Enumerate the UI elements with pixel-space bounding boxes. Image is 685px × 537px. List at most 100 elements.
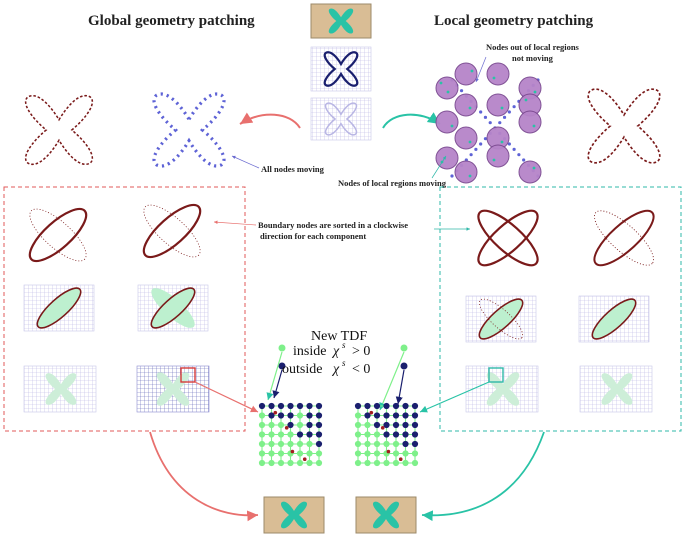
node-dot-icon bbox=[402, 412, 409, 419]
node-dot-icon bbox=[296, 450, 304, 457]
node-dot-icon bbox=[500, 106, 504, 110]
node-dot-icon bbox=[268, 431, 275, 438]
label-all-nodes-moving: All nodes moving bbox=[261, 164, 325, 174]
circle-region-icon bbox=[435, 110, 459, 134]
node-dot-icon bbox=[392, 431, 400, 438]
x-outline-right bbox=[587, 88, 661, 164]
node-dot-icon bbox=[290, 449, 295, 454]
node-dot-icon bbox=[306, 412, 313, 419]
tdf-inside-sup: s bbox=[342, 340, 346, 350]
node-dot-icon bbox=[479, 142, 483, 146]
node-dot-icon bbox=[380, 426, 385, 430]
node-dot-icon bbox=[277, 412, 285, 419]
node-dot-icon bbox=[277, 450, 285, 457]
node-dot-icon bbox=[315, 431, 323, 438]
node-dot-icon bbox=[411, 431, 419, 438]
node-dot-icon bbox=[524, 98, 528, 102]
node-dot-icon bbox=[277, 431, 285, 438]
node-dot-icon bbox=[268, 440, 275, 448]
node-dot-icon bbox=[315, 412, 323, 419]
node-dot-icon bbox=[392, 421, 400, 429]
node-dot-icon bbox=[296, 421, 304, 429]
node-dot-icon bbox=[373, 450, 381, 457]
node-dot-icon bbox=[277, 421, 285, 429]
node-dot-icon bbox=[383, 459, 390, 467]
node-dot-icon bbox=[296, 459, 304, 467]
node-dot-icon bbox=[369, 410, 374, 415]
local-ellipse-pair-1 bbox=[477, 209, 655, 267]
node-dot-icon bbox=[488, 121, 492, 125]
arrow-to-global bbox=[239, 112, 301, 129]
top-x-tile bbox=[310, 3, 372, 39]
node-dot-icon bbox=[296, 402, 304, 410]
inside-dot bbox=[278, 344, 286, 352]
node-dot-icon bbox=[402, 459, 409, 467]
node-dot-icon bbox=[383, 440, 390, 448]
node-dot-icon bbox=[450, 124, 454, 128]
node-dot-icon bbox=[392, 402, 400, 410]
node-dot-icon bbox=[315, 450, 323, 457]
arrow-global-to-result bbox=[149, 431, 259, 522]
tdf-title: New TDF bbox=[311, 329, 367, 344]
node-dot-icon bbox=[402, 421, 409, 429]
node-dot-icon bbox=[287, 440, 294, 448]
circle-region-icon bbox=[454, 160, 478, 184]
x-outline-left bbox=[24, 94, 94, 166]
local-regions bbox=[435, 62, 542, 184]
node-dot-icon bbox=[306, 421, 313, 429]
node-dot-icon bbox=[364, 431, 371, 438]
focus-box-global bbox=[180, 367, 196, 383]
node-dot-icon bbox=[468, 174, 472, 178]
node-dot-icon bbox=[383, 412, 390, 419]
node-dot-icon bbox=[373, 412, 381, 419]
node-dot-icon bbox=[532, 166, 536, 170]
node-dot-icon bbox=[402, 450, 409, 457]
node-dot-icon bbox=[459, 89, 464, 93]
node-dot-icon bbox=[439, 81, 443, 85]
node-dot-icon bbox=[306, 450, 313, 457]
node-dot-icon bbox=[479, 110, 483, 114]
node-dot-icon bbox=[296, 440, 304, 448]
node-dot-icon bbox=[302, 457, 307, 462]
panel-global bbox=[3, 186, 246, 432]
node-dot-icon bbox=[287, 431, 294, 438]
node-dot-icon bbox=[411, 440, 419, 448]
node-dot-icon bbox=[306, 459, 313, 467]
node-dot-icon bbox=[354, 412, 362, 419]
node-dot-icon bbox=[258, 402, 266, 410]
node-dot-icon bbox=[411, 459, 419, 467]
tdf-outside-rel: < 0 bbox=[352, 362, 370, 377]
node-dot-icon bbox=[392, 459, 400, 467]
title-global: Global geometry patching bbox=[88, 13, 255, 29]
local-grid-pair-2 bbox=[465, 295, 650, 343]
node-dot-icon bbox=[446, 90, 450, 94]
node-dot-icon bbox=[258, 440, 266, 448]
global-ellipse-pair-1 bbox=[28, 203, 202, 263]
node-dot-icon bbox=[364, 412, 371, 419]
node-dot-icon bbox=[268, 459, 275, 467]
bottom-x-tile-left bbox=[263, 496, 325, 534]
node-dot-icon bbox=[273, 410, 278, 415]
node-dot-icon bbox=[258, 431, 266, 438]
node-dot-icon bbox=[483, 137, 488, 141]
local-grid-pair-3 bbox=[465, 365, 653, 413]
circle-region-icon bbox=[454, 126, 478, 150]
node-dot-icon bbox=[354, 459, 362, 467]
node-dot-icon bbox=[522, 158, 526, 162]
node-dot-icon bbox=[392, 412, 400, 419]
label-boundary-2: direction for each component bbox=[260, 231, 366, 241]
x-nodes-moving bbox=[152, 92, 226, 168]
node-dot-icon bbox=[277, 440, 285, 448]
circle-region-icon bbox=[518, 110, 542, 134]
focus-box-local bbox=[488, 367, 504, 383]
node-dot-icon bbox=[364, 402, 371, 410]
tdf-outside-chi: χ bbox=[331, 362, 340, 377]
node-dot-icon bbox=[287, 412, 294, 419]
label-boundary-1: Boundary nodes are sorted in a clockwise bbox=[258, 220, 408, 230]
node-dot-icon bbox=[411, 412, 419, 419]
bottom-x-tile-right bbox=[355, 496, 417, 534]
node-dot-icon bbox=[354, 440, 362, 448]
node-dot-icon bbox=[364, 421, 371, 429]
node-dot-icon bbox=[386, 449, 391, 454]
node-dot-icon bbox=[373, 402, 381, 410]
